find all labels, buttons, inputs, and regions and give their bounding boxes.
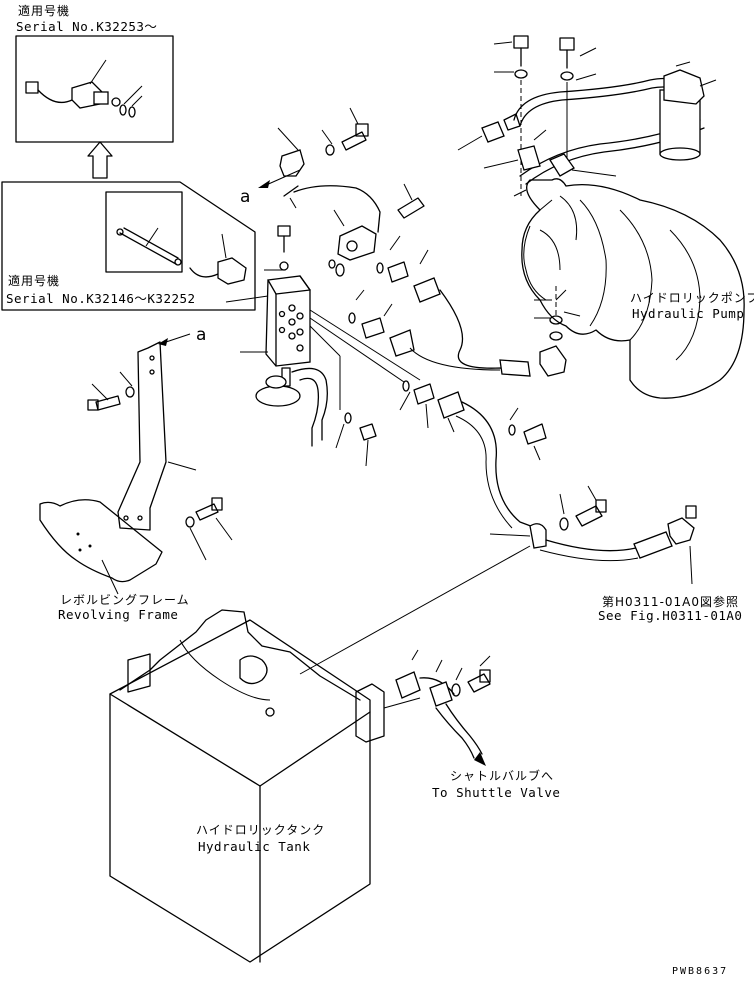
solenoid-icon: [337, 225, 377, 261]
hydraulic-tank: [109, 545, 531, 963]
hoses: [291, 235, 567, 529]
drawing-code-label: PWB8637: [672, 966, 728, 977]
filter-piping: [457, 35, 717, 341]
hydraulic-pump-en-label: Hydraulic Pump: [632, 306, 744, 321]
inset-left-applicable-label: 適用号機: [8, 273, 60, 288]
accumulator: [255, 385, 301, 407]
arrow-up-icon: [87, 141, 113, 179]
hydraulic-tank-jp-label: ハイドロリックタンク: [196, 823, 325, 837]
shuttle-valve-jp-label: シャトルバルブへ: [450, 768, 554, 783]
inset-left-serial-label: Serial No.K32146～K32252: [6, 291, 196, 306]
revolving-frame-jp-label: レボルビングフレーム: [60, 593, 190, 607]
solenoid-assembly: [258, 107, 425, 277]
revolving-frame-en-label: Revolving Frame: [58, 607, 178, 622]
connector-icon: [25, 81, 39, 94]
hydraulic-pump-jp-label: ハイドロリックポンプ: [630, 291, 754, 305]
shuttle-valve-en-label: To Shuttle Valve: [432, 785, 560, 800]
inset-box-top: [15, 35, 174, 143]
see-fig-jp-label: 第H0311-01A0図参照: [602, 594, 739, 609]
see-fig-en-label: See Fig.H0311-01A0: [598, 608, 742, 623]
bracket-assembly: [39, 333, 233, 595]
hydraulic-tank-en-label: Hydraulic Tank: [198, 839, 310, 854]
hydraulic-pump: [521, 178, 745, 399]
inset-box-left: [1, 181, 256, 311]
inset-top-applicable-label: 適用号機: [18, 3, 70, 18]
inset-top-serial-label: Serial No.K32253～: [16, 19, 157, 34]
valve-block: [225, 225, 311, 407]
sensor-icon: [217, 257, 247, 285]
view-marker-upper: a: [240, 187, 250, 207]
view-marker-lower: a: [196, 325, 206, 345]
clamp-assembly: [489, 485, 697, 585]
revolving-frame: [39, 499, 163, 583]
